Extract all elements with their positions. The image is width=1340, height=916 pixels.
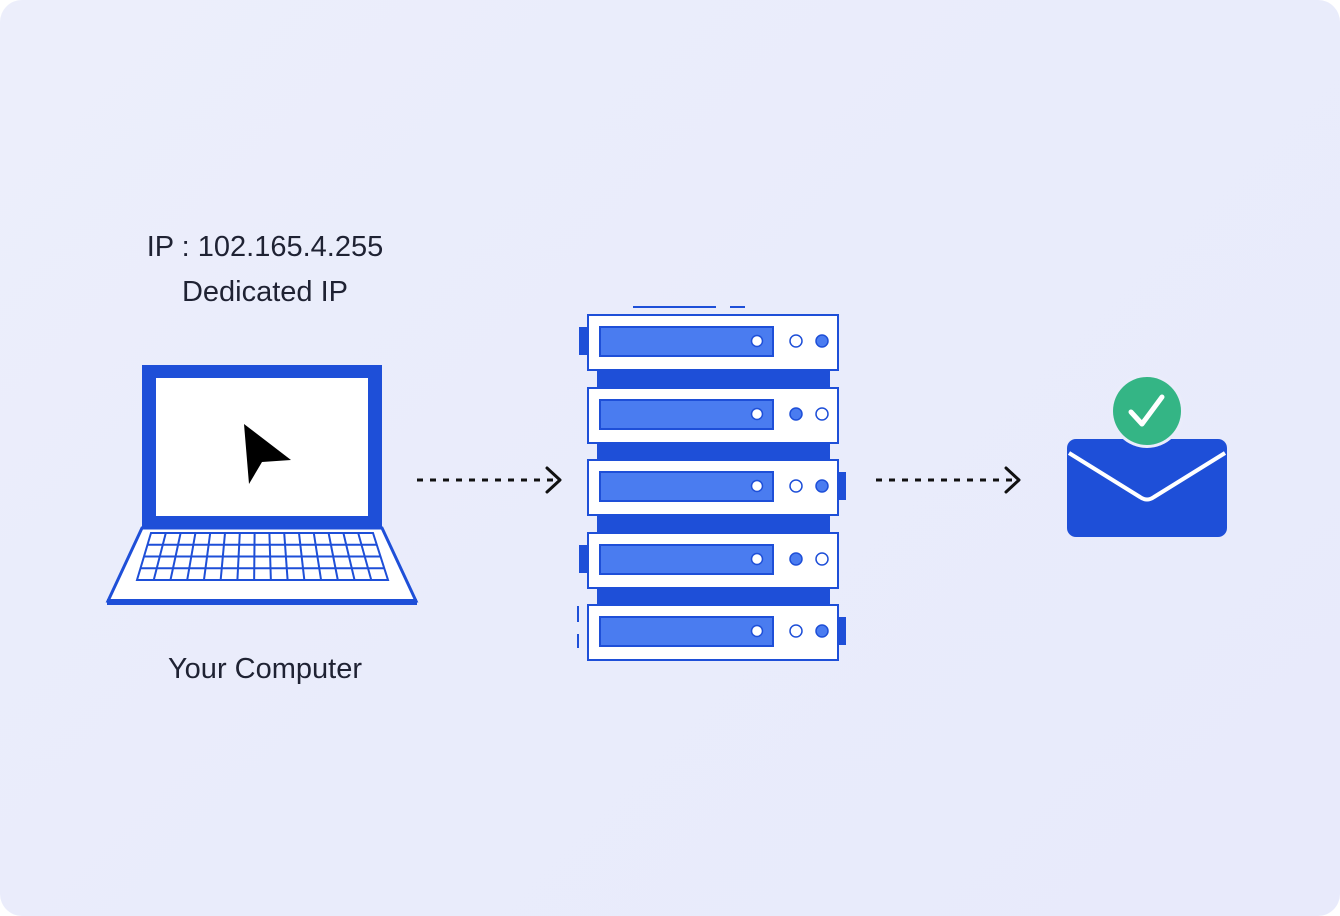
arrow-server-to-mail	[876, 466, 1021, 494]
check-badge-icon	[1110, 374, 1184, 448]
server-rack-icon	[577, 306, 846, 661]
laptop-icon	[105, 365, 419, 605]
envelope-icon	[1067, 439, 1227, 537]
arrow-computer-to-server	[417, 466, 562, 494]
server-unit	[587, 459, 846, 516]
server-unit	[587, 387, 839, 444]
ip-address-label: IP : 102.165.4.255	[146, 231, 384, 263]
laptop-base-edge	[107, 599, 417, 605]
ip-type-label: Dedicated IP	[181, 276, 349, 308]
cursor-arrow-icon	[244, 424, 291, 484]
laptop-keyboard	[135, 532, 390, 581]
laptop-base	[105, 526, 419, 603]
server-unit	[587, 604, 846, 661]
server-unit	[579, 532, 839, 589]
computer-label: Your Computer	[168, 653, 362, 685]
server-unit	[579, 314, 839, 371]
